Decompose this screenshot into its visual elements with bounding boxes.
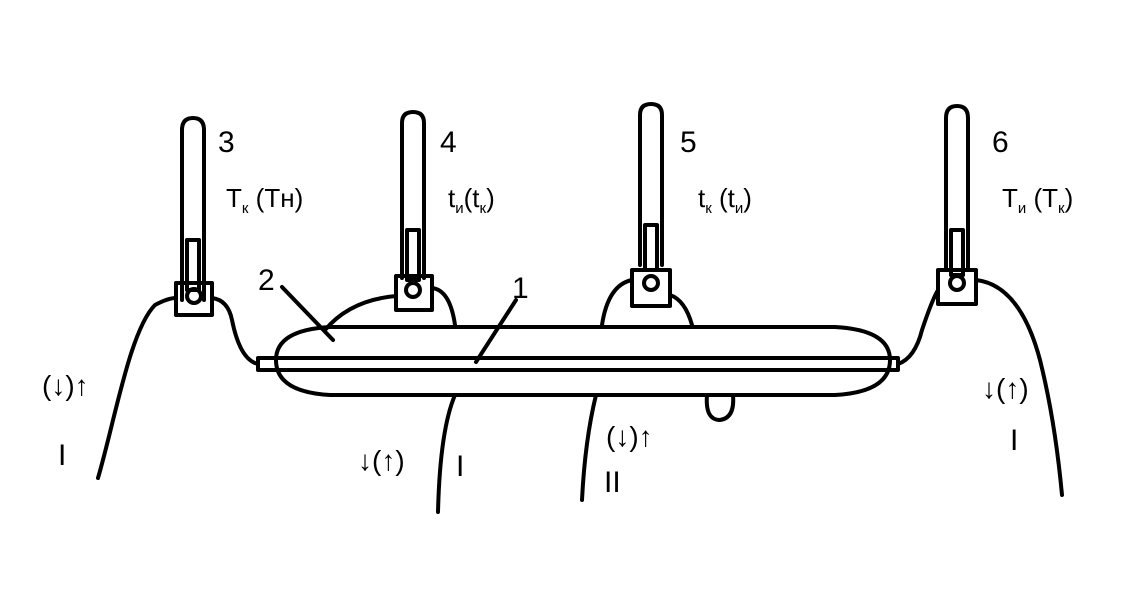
thermometer-4	[394, 110, 434, 312]
temp-label-4: tи(tк)	[448, 183, 495, 217]
hose-lower-right	[580, 393, 598, 502]
temp-label-5: tк (tи)	[698, 183, 752, 217]
leader-line-1	[474, 298, 518, 364]
circuit-label-left: I	[58, 439, 66, 472]
part-number-2: 2	[258, 264, 275, 297]
thermometer-number-4: 4	[440, 126, 457, 159]
thermometer-5	[630, 102, 672, 308]
temp-label-3: Тк (Тн)	[226, 183, 303, 217]
thermometer-6	[936, 104, 978, 306]
temp-label-6: Ти (Тк)	[1002, 183, 1073, 217]
flow-arrows-right: ↓(↑)	[982, 373, 1029, 404]
thermometer-3	[174, 116, 214, 317]
leader-line-2	[280, 285, 335, 342]
hose-thermometer-4	[323, 286, 457, 332]
thermometer-number-6: 6	[992, 126, 1009, 159]
hose-right	[896, 278, 1064, 497]
thermometer-number-3: 3	[218, 126, 235, 159]
flow-arrows-left: (↓)↑	[42, 370, 89, 401]
flow-arrows-middle-left: ↓(↑)	[358, 445, 405, 476]
circuit-label-middle-right: II	[604, 466, 621, 499]
outer-tube	[274, 325, 892, 397]
circuit-label-middle-left: I	[456, 450, 464, 483]
circuit-label-right: I	[1010, 424, 1018, 457]
thermometer-number-5: 5	[680, 126, 697, 159]
inner-rod	[256, 356, 900, 372]
hose-bump	[704, 393, 736, 422]
part-number-1: 1	[512, 272, 529, 305]
flow-arrows-middle-right: (↓)↑	[606, 421, 653, 452]
hose-thermometer-5	[600, 278, 694, 327]
hose-lower-middle	[436, 393, 457, 514]
hose-left	[96, 296, 260, 480]
